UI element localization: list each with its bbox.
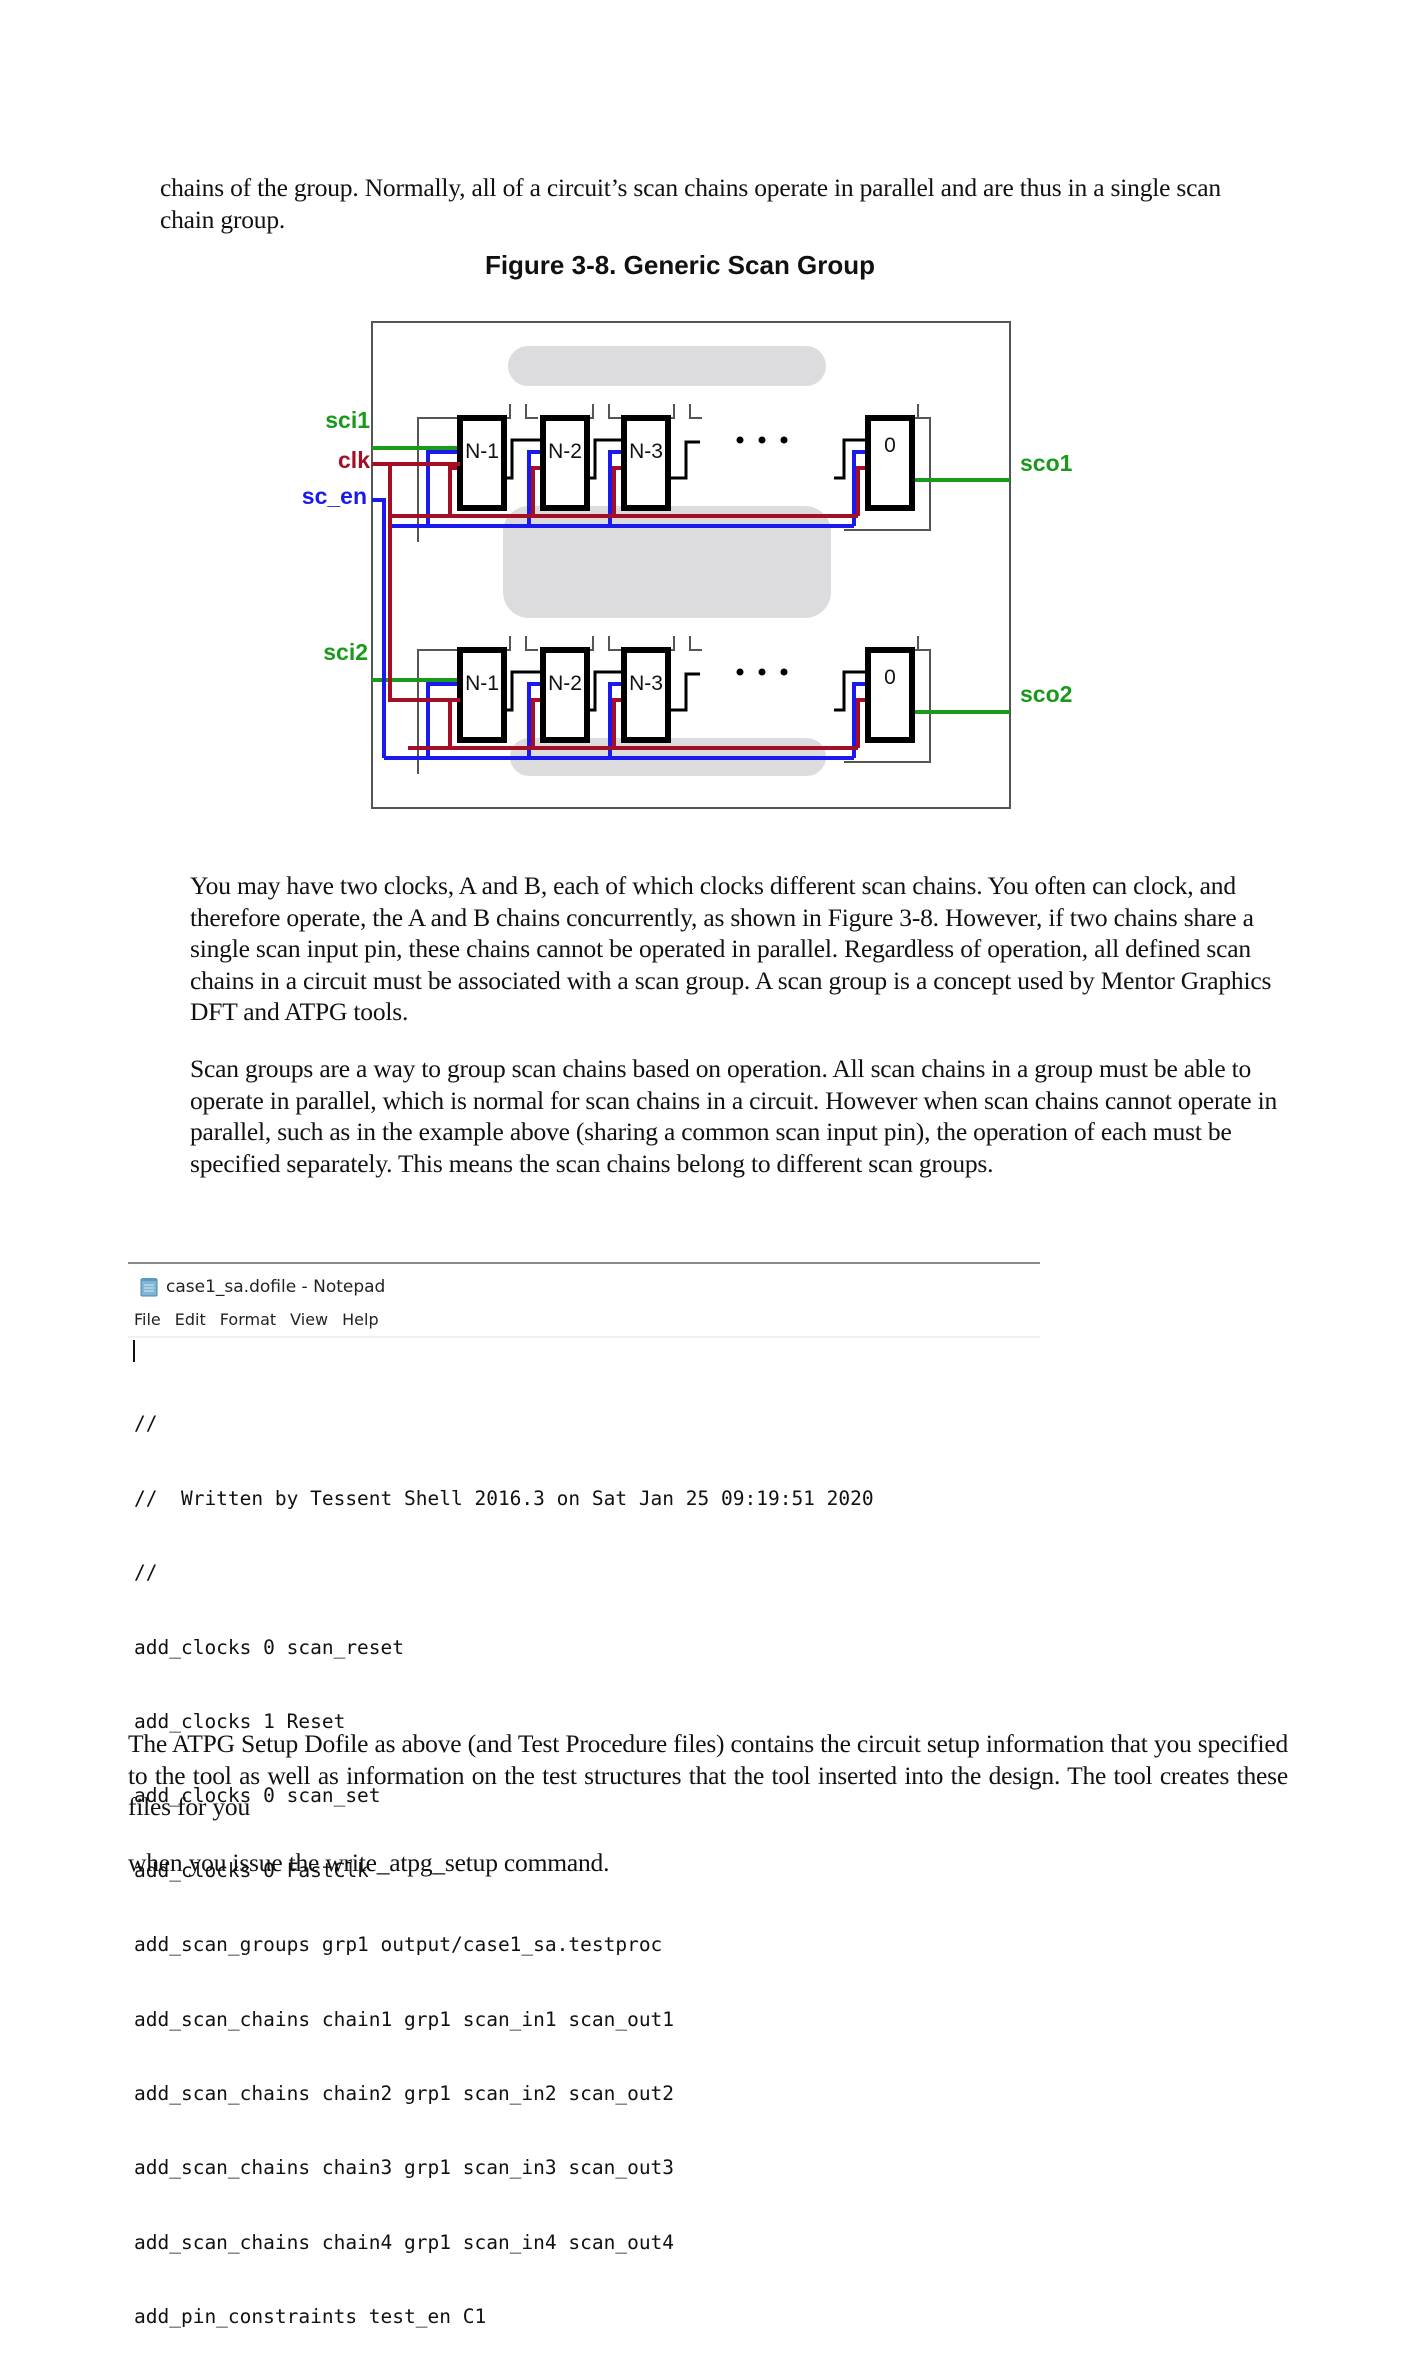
scan-path-wire (504, 438, 543, 480)
ellipsis-dot (780, 436, 788, 444)
clk-tap-wire (612, 466, 624, 516)
code-line: add_scan_chains chain2 grp1 scan_in2 sca… (134, 2081, 675, 2105)
notepad-icon (138, 1276, 160, 1298)
code-line: add_clocks 1 Reset (134, 1709, 346, 1733)
scan-cell (621, 647, 671, 743)
code-line: add_scan_chains chain1 grp1 scan_in1 sca… (134, 2007, 675, 2031)
scan-cell-label: N-2 (548, 440, 582, 463)
ellipsis-dot (736, 668, 744, 676)
ellipsis-dot (758, 668, 766, 676)
intro-paragraph: chains of the group. Normally, all of a … (160, 173, 1221, 234)
cloud-wire (525, 636, 538, 651)
cloud-wire (689, 404, 702, 419)
menu-help[interactable]: Help (342, 1309, 379, 1329)
scan-cell-label: N-3 (629, 672, 663, 695)
cloud-wire (689, 636, 702, 651)
atpg-paragraph: The ATPG Setup Dofile as above (and Test… (128, 1729, 1288, 1821)
clk-trunk (388, 464, 460, 702)
code-line: add_scan_groups grp1 output/case1_sa.tes… (134, 1933, 663, 1957)
notepad-titlebar[interactable]: case1_sa.dofile - Notepad (128, 1270, 1040, 1304)
clk-tap-wire (531, 698, 543, 748)
sc-en-tap-wire (852, 450, 868, 526)
logic-cloud-top (508, 346, 826, 386)
menu-view[interactable]: View (290, 1309, 329, 1329)
scan-cell-label: N-2 (548, 672, 582, 695)
sc-en-tap-wire (852, 682, 868, 758)
notepad-menubar: File Edit Format View Help (128, 1304, 1040, 1334)
notepad-top-border (128, 1262, 1040, 1264)
label-clk: clk (338, 447, 370, 473)
frame-wire (844, 649, 931, 763)
sc-en-tap-wire (527, 450, 543, 526)
scan-groups-paragraph: Scan groups are a way to group scan chai… (190, 1054, 1278, 1178)
scan-cell (621, 415, 671, 511)
cloud-wire (608, 404, 621, 419)
scan-cell (457, 647, 507, 743)
code-line: // Written by Tessent Shell 2016.3 on Sa… (134, 1486, 874, 1510)
code-line: add_scan_chains chain3 grp1 scan_in3 sca… (134, 2156, 675, 2180)
ellipsis-dot (736, 436, 744, 444)
code-line: add_scan_chains chain4 grp1 scan_in4 sca… (134, 2230, 675, 2254)
menubar-separator (128, 1336, 1040, 1338)
menu-edit[interactable]: Edit (174, 1309, 206, 1329)
write-setup-paragraph: when you issue the write_atpg_setup comm… (128, 1848, 610, 1877)
scan-path-wire (587, 670, 624, 712)
code-line: // (134, 1412, 158, 1436)
sc-en-tap-wire (527, 682, 543, 758)
figure-caption: Figure 3-8. Generic Scan Group (484, 250, 876, 280)
code-line: add_clocks 0 scan_reset (134, 1635, 405, 1659)
sc-en-tap-wire (426, 450, 460, 526)
cloud-wire (525, 404, 538, 419)
scan-cell-label: 0 (884, 434, 896, 457)
scan-path-wire (504, 670, 543, 712)
frame-wire (844, 417, 931, 531)
text-caret (133, 1340, 135, 1362)
logic-cloud-middle (503, 506, 831, 618)
scan-cell (865, 647, 915, 743)
scan-cell (540, 415, 590, 511)
label-sci1: sci1 (325, 407, 370, 433)
code-line: add_pin_constraints test_en C1 (134, 2305, 487, 2329)
code-line: add_clocks 0 FastClk (134, 1858, 369, 1882)
scan-cell (540, 647, 590, 743)
scan-path-wire (834, 438, 868, 480)
clk-tap-wire (531, 466, 543, 516)
ellipsis-dot (758, 436, 766, 444)
ellipsis-dot (780, 668, 788, 676)
frame-wire (417, 649, 460, 774)
label-sc-en: sc_en (302, 483, 367, 509)
scan-path-wire (834, 670, 868, 712)
label-sco2: sco2 (1020, 681, 1072, 707)
scan-cell-label: 0 (884, 666, 896, 689)
frame-wire (417, 417, 460, 542)
label-sci2: sci2 (323, 639, 368, 665)
scan-cell-label: N-3 (629, 440, 663, 463)
clk-tap-wire (612, 698, 624, 748)
scan-path-wire (587, 438, 624, 480)
cloud-wire (608, 636, 621, 651)
scan-cell (865, 415, 915, 511)
clk-tap-wire (448, 466, 460, 516)
outer-frame (371, 321, 1011, 809)
code-line: // (134, 1561, 158, 1585)
notepad-title: case1_sa.dofile - Notepad (166, 1277, 386, 1297)
scan-path-wire (668, 440, 700, 480)
code-line: add_clocks 0 scan_set (134, 1784, 381, 1808)
label-sco1: sco1 (1020, 450, 1073, 476)
menu-file[interactable]: File (134, 1309, 161, 1329)
sc-en-tap-wire (608, 450, 624, 526)
clk-tap-wire (856, 698, 868, 748)
scan-cell (457, 415, 507, 511)
menu-format[interactable]: Format (219, 1309, 277, 1329)
clocks-paragraph: You may have two clocks, A and B, each o… (190, 871, 1272, 1026)
sc-en-trunk (372, 498, 386, 758)
sc-en-tap-wire (426, 682, 460, 758)
clk-tap-wire (856, 466, 868, 516)
scan-cell-label: N-1 (465, 440, 499, 463)
scan-path-wire (668, 672, 700, 712)
scan-cell-label: N-1 (465, 672, 499, 695)
sc-en-tap-wire (608, 682, 624, 758)
